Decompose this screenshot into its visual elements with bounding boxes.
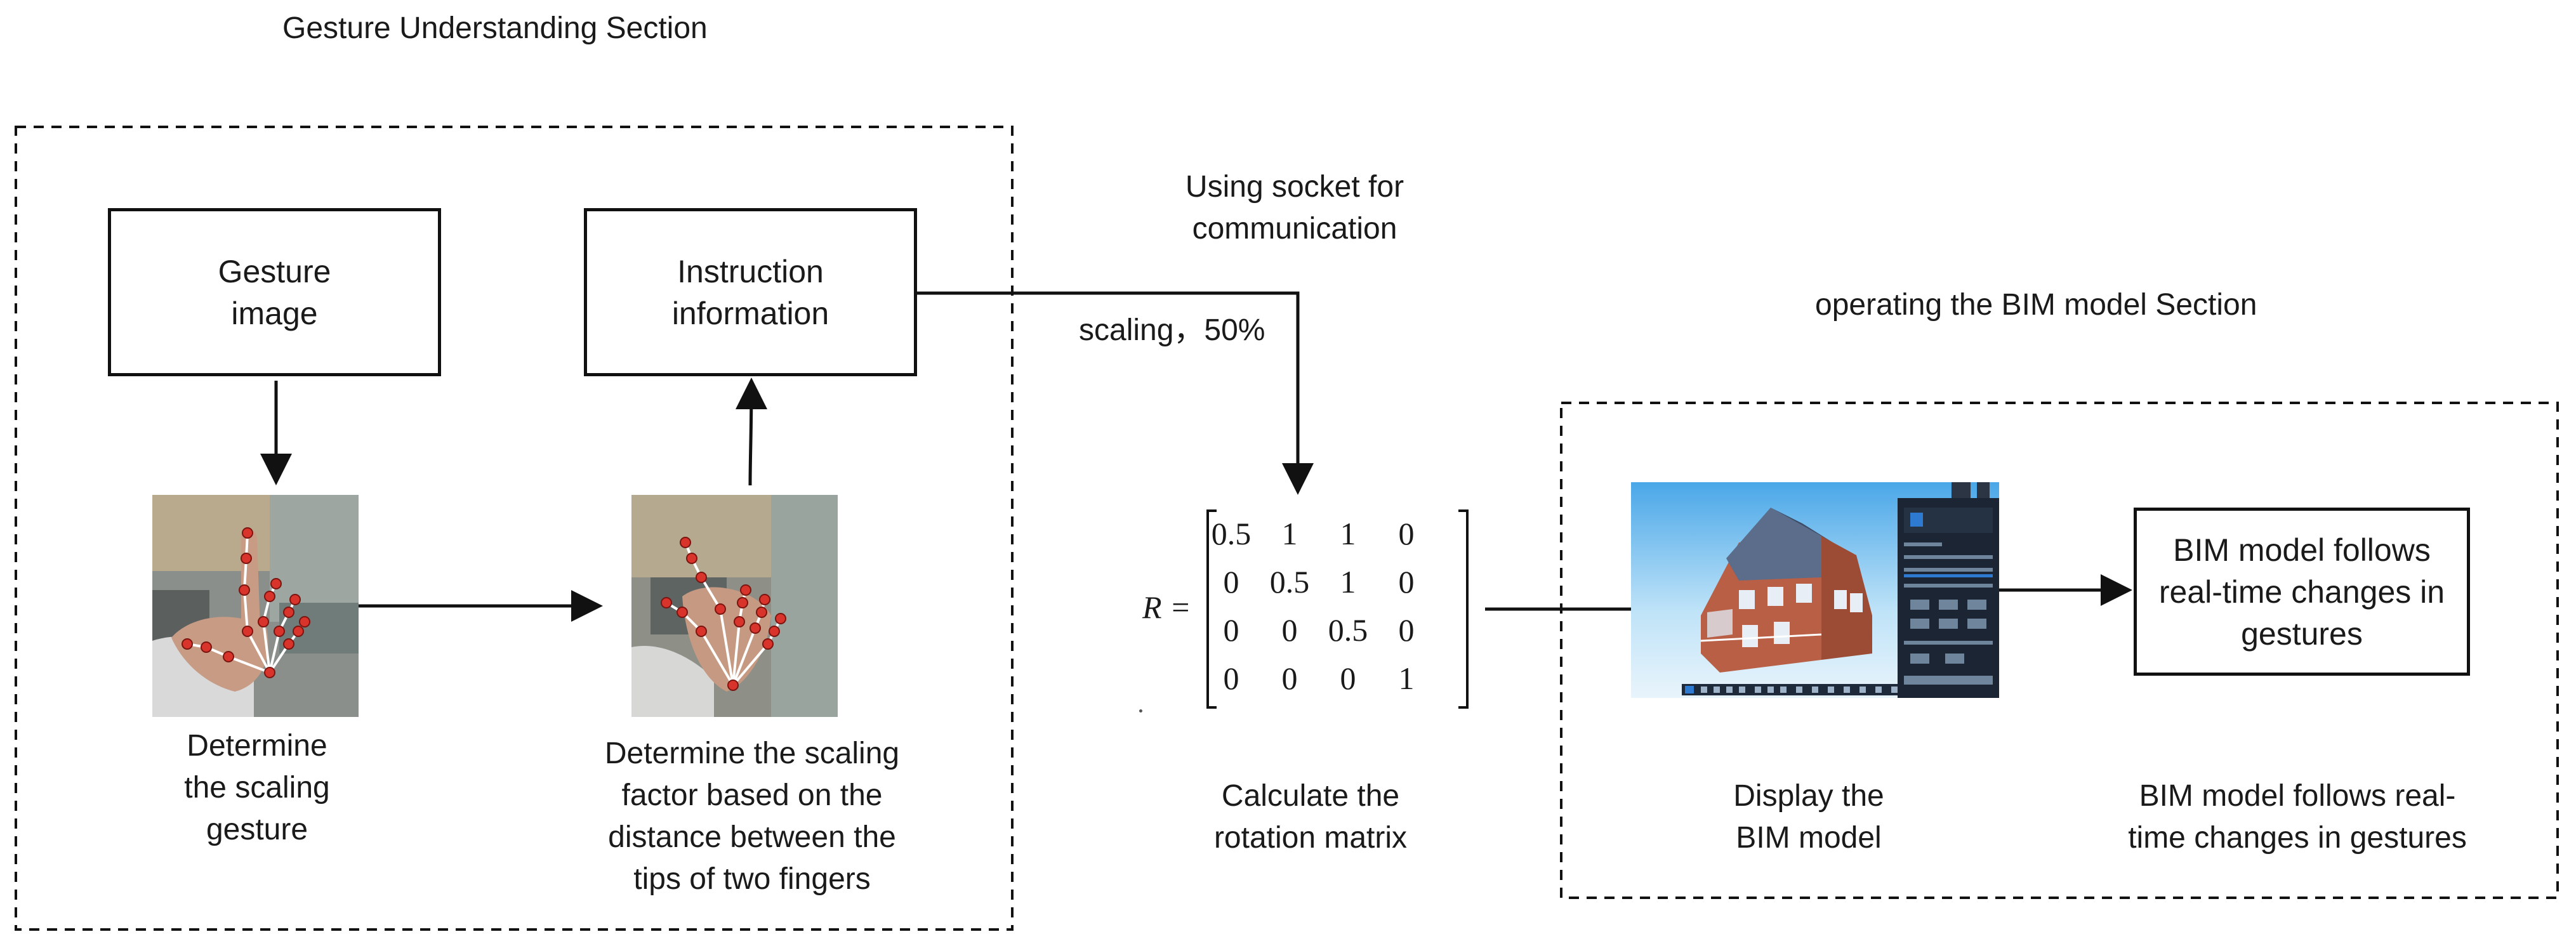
matrix-cell: 0	[1398, 516, 1415, 551]
matrix-cell: 1	[1281, 516, 1298, 551]
socket-label: Using socket for communication	[1185, 170, 1404, 246]
matrix-cell: 0.5	[1328, 612, 1368, 648]
hand-photo-finger-distance	[631, 495, 838, 717]
matrix-dot	[1139, 709, 1142, 713]
gesture-image-box: Gesture image	[108, 208, 441, 376]
arrow-photo2-to-instruction	[735, 378, 767, 486]
matrix-cell: 0	[1223, 612, 1239, 648]
bim-follows-label: BIM model follows real-time changes in g…	[2158, 532, 2445, 652]
left-section-title: Gesture Understanding Section	[282, 11, 708, 45]
scaling-label: scaling，50%	[1079, 313, 1265, 347]
bim-follows-box: BIM model follows real-time changes in g…	[2134, 508, 2470, 676]
matrix-cell: 0	[1223, 660, 1239, 696]
caption-determine-gesture: Determine the scaling gesture	[184, 729, 330, 846]
matrix-cell: 0.5	[1211, 516, 1252, 551]
instruction-info-box: Instruction information	[584, 208, 917, 376]
matrix-cell: 0	[1398, 612, 1415, 648]
arrow-instruction-to-matrix	[915, 291, 1314, 495]
matrix-cell: 0	[1223, 564, 1239, 600]
matrix-cell: 1	[1340, 516, 1356, 551]
matrix-label: R =	[1142, 589, 1191, 625]
matrix-cell: 1	[1340, 564, 1356, 600]
caption-calculate-matrix: Calculate the rotation matrix	[1213, 779, 1408, 855]
bim-model-screenshot	[1631, 482, 1999, 698]
matrix-cell: 0	[1398, 564, 1415, 600]
matrix-cells: 0.5 1 1 0 0 0.5 1 0 0 0 0.5 0 0 0 0 1	[1212, 508, 1466, 711]
right-section-border	[1560, 402, 2559, 899]
gesture-image-label: Gesture image	[218, 253, 331, 331]
right-section-title: operating the BIM model Section	[1815, 288, 2257, 322]
matrix-brackets	[1206, 509, 1469, 709]
matrix-cell: 1	[1398, 660, 1415, 696]
matrix-cell: 0	[1340, 660, 1356, 696]
matrix-cell: 0	[1281, 612, 1298, 648]
caption-display-bim: Display the BIM model	[1733, 779, 1884, 855]
caption-determine-factor: Determine the scaling factor based on th…	[604, 737, 900, 896]
instruction-info-label: Instruction information	[671, 253, 829, 331]
left-section-border	[15, 126, 1014, 931]
matrix-cell: 0	[1281, 660, 1298, 696]
hand-photo-scaling-gesture	[152, 495, 359, 717]
caption-bim-follows: BIM model follows real- time changes in …	[2128, 779, 2467, 855]
matrix-cell: 0.5	[1269, 564, 1310, 600]
rotation-matrix: R = 0.5 1 1 0 0 0.5 1 0 0 0 0.5 0 0 0 0 1	[1142, 508, 1472, 711]
